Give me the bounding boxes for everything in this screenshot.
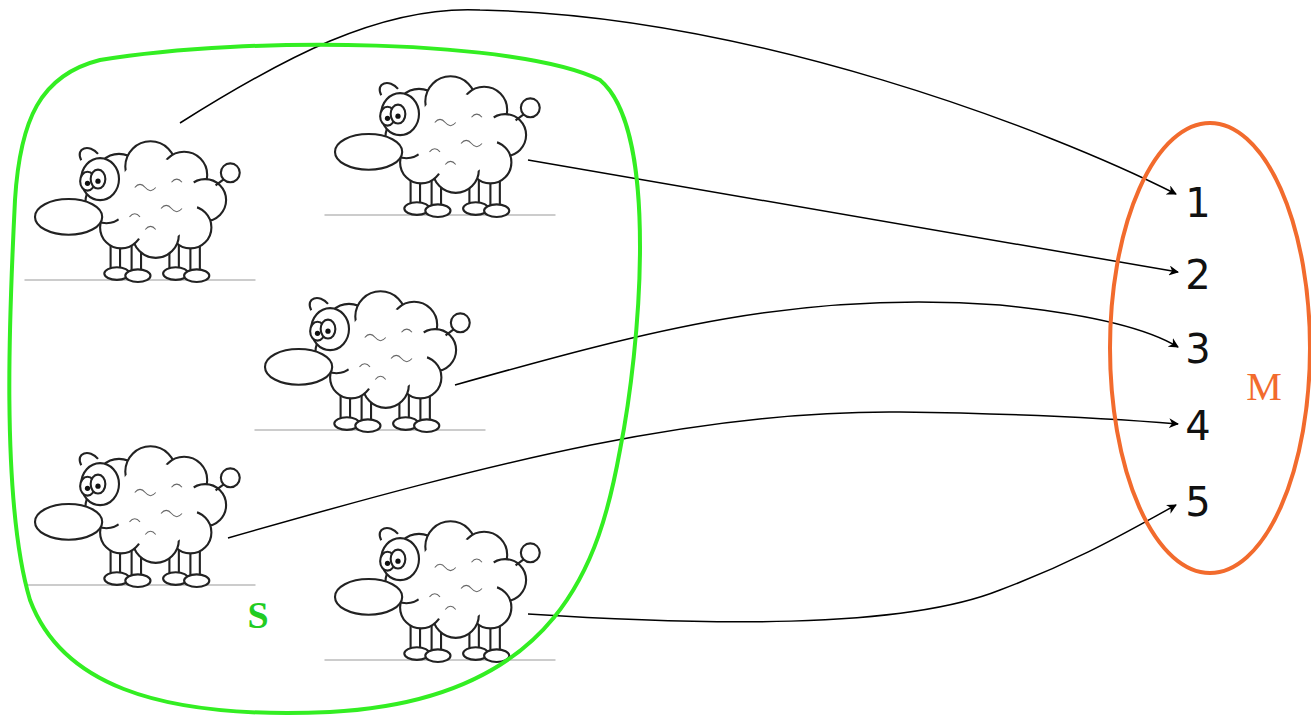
- element-number: 5: [1185, 479, 1210, 525]
- set-outline: [8, 38, 652, 718]
- set-region: S: [8, 38, 652, 718]
- set-name: S: [247, 593, 268, 637]
- element-number: 1: [1185, 180, 1210, 226]
- element-number: 4: [1185, 403, 1210, 449]
- element-number: 3: [1185, 326, 1210, 372]
- set-name: M: [1246, 363, 1282, 410]
- element-number: 2: [1185, 252, 1210, 298]
